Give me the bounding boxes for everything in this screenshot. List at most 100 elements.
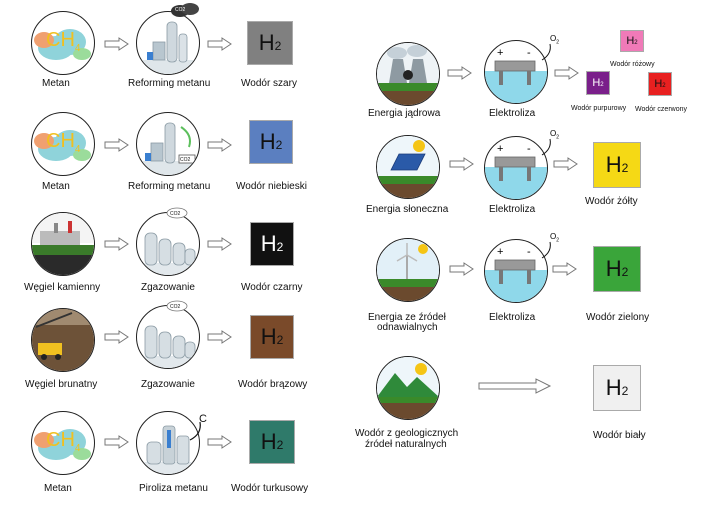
- wind-turbine-icon: [377, 239, 439, 301]
- row2-process-label: Reforming metanu: [128, 181, 211, 192]
- h2-subscript: 2: [274, 39, 282, 54]
- electrolyzer-circle: + -: [484, 239, 548, 303]
- reforming-plant-circle: [136, 11, 200, 75]
- h2-subscript: 2: [276, 438, 284, 453]
- electrode-plus: +: [497, 143, 504, 155]
- right-row4-result-label: Wodór biały: [593, 430, 646, 441]
- h2-subscript: 2: [621, 384, 629, 399]
- electrolyzer-icon: [485, 156, 547, 199]
- arrow-right-icon: [207, 138, 232, 152]
- right-row1-process-label: Elektroliza: [489, 108, 536, 119]
- right-row1-source-label: Energia jądrowa: [368, 108, 441, 119]
- row3-process-label: Zgazowanie: [141, 282, 195, 293]
- arrow-right-icon: [207, 37, 232, 51]
- right-row3-result-label: Wodór zielony: [586, 312, 650, 323]
- right-row4-source-label-line1: Wodór z geologicznych: [355, 428, 459, 439]
- gasification-plant-circle: [136, 305, 200, 369]
- arrow-right-icon: [104, 435, 129, 449]
- oxygen-label: O2: [550, 129, 560, 141]
- h2-label: H: [605, 256, 622, 281]
- h2-label: H: [260, 429, 277, 454]
- carbon-output-line-icon: [189, 421, 201, 441]
- coal-mine-icon: [32, 213, 94, 275]
- methane-cloud-icon: [34, 130, 91, 161]
- co2-cloud-icon: [166, 207, 188, 219]
- electrode-minus: -: [527, 246, 531, 258]
- h2-subscript: 2: [662, 82, 666, 89]
- right-row2-process-label: Elektroliza: [489, 204, 536, 215]
- arrow-right-icon: [447, 66, 472, 80]
- row3-source-label: Węgiel kamienny: [24, 282, 101, 293]
- h2-subscript: 2: [276, 240, 284, 255]
- carbon-label: C: [199, 413, 207, 425]
- pink-hydrogen-label: Wodór różowy: [610, 61, 655, 68]
- lignite-excavator-icon: [32, 309, 94, 371]
- gasification-plant-icon: [137, 325, 199, 368]
- co2-label-row2: CO2: [180, 157, 191, 163]
- solar-panel-icon: [377, 136, 439, 198]
- arrow-right-icon: [207, 330, 232, 344]
- h2-subscript: 2: [621, 265, 629, 280]
- methane-cloud-circle: CH4: [31, 112, 95, 176]
- methane-cloud-circle: CH4: [31, 11, 95, 75]
- arrow-right-icon: [104, 37, 129, 51]
- right-row3-process-label: Elektroliza: [489, 312, 536, 323]
- arrow-right-icon: [449, 157, 474, 171]
- right-row2-source-label: Energia słoneczna: [366, 204, 449, 215]
- oxygen-label: O2: [550, 232, 560, 244]
- arrow-right-icon: [554, 66, 579, 80]
- h2-subscript: 2: [621, 161, 629, 176]
- h2-subscript: 2: [634, 39, 638, 46]
- arrow-right-icon: [104, 330, 129, 344]
- row4-result-label: Wodór brązowy: [238, 379, 308, 390]
- h2-subscript: 2: [275, 138, 283, 153]
- long-arrow-right-icon: [478, 378, 552, 394]
- arrow-right-icon: [207, 237, 232, 251]
- arrow-right-icon: [207, 435, 232, 449]
- h2-label: H: [654, 78, 663, 90]
- h2-label: H: [592, 77, 601, 89]
- reforming-plant-circle: [136, 112, 200, 176]
- row2-source-label: Metan: [42, 181, 70, 192]
- lignite-mine-circle: [31, 308, 95, 372]
- h2-label: H: [259, 129, 276, 154]
- row4-source-label: Węgiel brunatny: [25, 379, 98, 390]
- h2-label: H: [605, 375, 622, 400]
- row1-result-label: Wodór szary: [241, 78, 297, 89]
- electrode-minus: -: [527, 47, 531, 59]
- row1-process-label: Reforming metanu: [128, 78, 211, 89]
- row3-result-label: Wodór czarny: [241, 282, 303, 293]
- electrolyzer-circle: + -: [484, 40, 548, 104]
- arrow-right-icon: [104, 237, 129, 251]
- right-row3-source-label-line2: odnawialnych: [377, 322, 438, 333]
- electrolyzer-icon: [485, 60, 547, 103]
- ch4-label: CH: [46, 29, 75, 51]
- red-hydrogen-label: Wodór czerwony: [635, 106, 688, 113]
- purple-hydrogen-label: Wodór purpurowy: [571, 105, 627, 112]
- wind-energy-circle: [376, 238, 440, 302]
- methane-cloud-icon: [34, 429, 91, 460]
- geological-source-circle: [376, 356, 440, 420]
- right-row3-source-label-line1: Energia ze źródeł: [368, 312, 446, 323]
- mountain-landscape-icon: [377, 357, 439, 419]
- electrode-plus: +: [497, 47, 504, 59]
- ch4-subscript: 4: [74, 43, 81, 54]
- electrode-minus: -: [527, 143, 531, 155]
- electrolyzer-icon: [485, 259, 547, 302]
- h2-label: H: [258, 30, 275, 55]
- electrode-plus: +: [497, 246, 504, 258]
- reforming-plant-icon: [137, 21, 199, 74]
- co2-label-row4: CO2: [170, 304, 181, 310]
- oxygen-label: O2: [550, 34, 560, 46]
- coal-mine-circle: [31, 212, 95, 276]
- arrow-right-icon: [104, 138, 129, 152]
